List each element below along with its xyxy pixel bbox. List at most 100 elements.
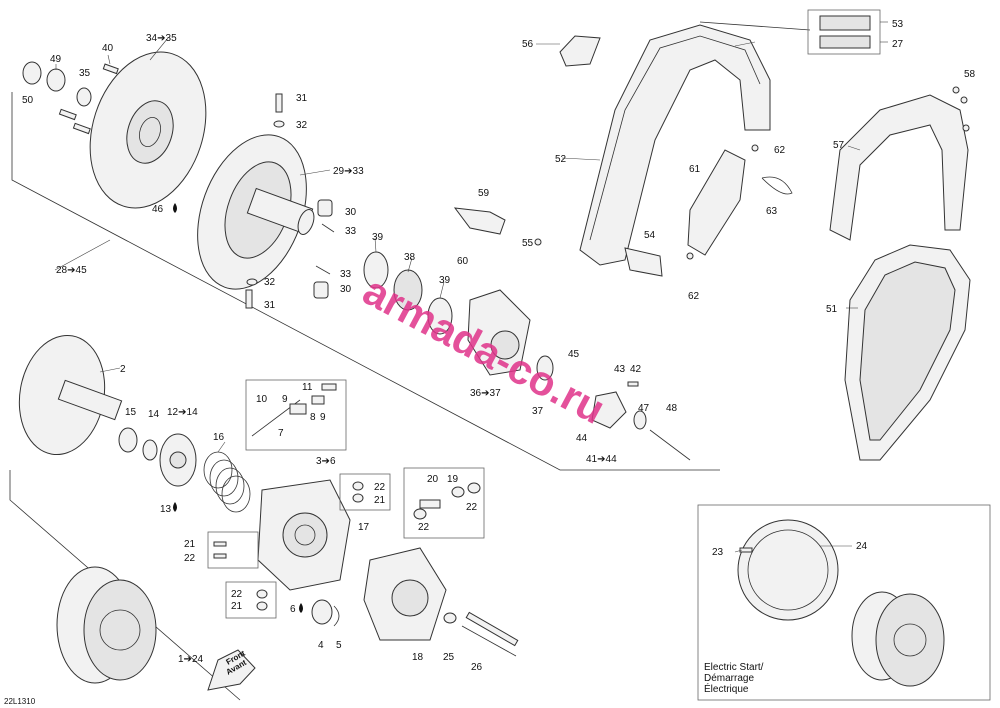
bracket-54	[624, 247, 663, 277]
label-42: 42	[630, 364, 642, 375]
label-23: 23	[712, 547, 724, 558]
callout-labels: 34➔35 40 4 9 35 50 31 32 29➔33 46 30 33 3…	[22, 19, 976, 673]
label-62-bottom: 62	[688, 291, 700, 302]
label-44: 44	[576, 433, 588, 444]
label-14: 14	[148, 409, 160, 420]
label-8: 8	[310, 412, 316, 423]
label-51: 51	[826, 304, 838, 315]
label-7: 7	[278, 428, 284, 439]
electric-start-caption: Electric Start/ Démarrage Électrique	[704, 662, 764, 695]
label-6: 6	[290, 604, 296, 615]
label-19: 19	[447, 474, 459, 485]
label-9-bottom: 9	[320, 412, 326, 423]
label-32-top: 32	[296, 120, 308, 131]
guard-part-56	[559, 35, 601, 67]
label-21-bottom: 21	[231, 601, 243, 612]
label-12-14: 12➔14	[167, 407, 198, 418]
label-32-bottom: 32	[264, 277, 276, 288]
bolt-25-26	[443, 611, 519, 657]
label-35: 35	[79, 68, 91, 79]
label-10: 10	[256, 394, 268, 405]
clutch-assembly-1-24	[56, 566, 157, 684]
label-41-44: 41➔44	[586, 454, 617, 465]
electric-start-line-2: Démarrage	[704, 673, 754, 684]
label-25: 25	[443, 652, 455, 663]
label-18: 18	[412, 652, 424, 663]
label-58: 58	[964, 69, 976, 80]
bracket-36-37	[467, 289, 531, 376]
bushing-4-5	[311, 599, 340, 627]
labels-53-27	[807, 9, 881, 55]
label-54: 54	[644, 230, 656, 241]
label-34-35: 34➔35	[146, 33, 177, 44]
label-62-top: 62	[774, 145, 786, 156]
label-26: 26	[471, 662, 483, 673]
leader-lines	[54, 21, 888, 553]
label-61: 61	[689, 164, 701, 175]
label-21-left: 21	[184, 539, 196, 550]
label-45: 45	[568, 349, 580, 360]
label-59: 59	[478, 188, 490, 199]
label-4: 4	[318, 640, 324, 651]
label-21-box: 21	[374, 495, 386, 506]
label-33-top: 33	[345, 226, 357, 237]
cover-18	[363, 547, 447, 641]
label-55: 55	[522, 238, 534, 249]
label-63: 63	[766, 206, 778, 217]
label-3-6: 3➔6	[316, 456, 336, 467]
drive-belt-51	[844, 244, 971, 461]
label-37: 37	[532, 406, 544, 417]
label-30-top: 30	[345, 207, 357, 218]
lubricant-drop-icons	[173, 203, 303, 613]
small-parts-30-33	[245, 93, 335, 309]
housing-3-6	[257, 479, 351, 591]
label-53: 53	[892, 19, 904, 30]
label-22-lower: 22	[418, 522, 430, 533]
label-39-bottom: 39	[439, 275, 451, 286]
label-1-24: 1➔24	[178, 654, 204, 665]
electric-start-line-1: Electric Start/	[704, 662, 764, 673]
label-30-bottom: 30	[340, 284, 352, 295]
label-57: 57	[833, 140, 845, 151]
seal-bearing-14-15	[118, 427, 158, 461]
label-31-bottom: 31	[264, 300, 276, 311]
belt-guard-57	[829, 94, 969, 241]
diagram-code: 22L1310	[4, 697, 36, 706]
label-22-box: 22	[374, 482, 386, 493]
label-46: 46	[152, 204, 164, 215]
label-43: 43	[614, 364, 626, 375]
label-48: 48	[666, 403, 678, 414]
label-16: 16	[213, 432, 225, 443]
label-28-45: 28➔45	[56, 265, 87, 276]
washers-49-50	[22, 61, 92, 107]
electric-start-line-3: Électrique	[704, 682, 749, 695]
bolts-40	[58, 63, 119, 135]
label-29-33: 29➔33	[333, 166, 364, 177]
label-31-top: 31	[296, 93, 308, 104]
label-22-bottom: 22	[231, 589, 243, 600]
spider-assembly-29-33	[197, 134, 315, 290]
label-36-37: 36➔37	[470, 388, 501, 399]
bracket-61-63	[687, 149, 793, 256]
label-50: 50	[22, 95, 34, 106]
ramp-assembly-7-11-box	[245, 379, 347, 451]
label-27: 27	[892, 39, 904, 50]
label-56: 56	[522, 39, 534, 50]
label-13: 13	[160, 504, 172, 515]
small-parts-21-22-boxes	[207, 473, 391, 619]
small-hardware	[534, 86, 970, 260]
front-arrow: Front Avant	[207, 649, 256, 691]
sliding-sheave-2	[18, 334, 123, 456]
label-17: 17	[358, 522, 370, 533]
label-47: 47	[638, 403, 650, 414]
label-22-left: 22	[184, 553, 196, 564]
label-5: 5	[336, 640, 342, 651]
electric-start-box	[697, 504, 991, 701]
label-2: 2	[120, 364, 126, 375]
label-40: 40	[102, 43, 114, 54]
label-24: 24	[856, 541, 868, 552]
label-39-top: 39	[372, 232, 384, 243]
label-15: 15	[125, 407, 137, 418]
roller-parts-41-48	[536, 355, 691, 461]
